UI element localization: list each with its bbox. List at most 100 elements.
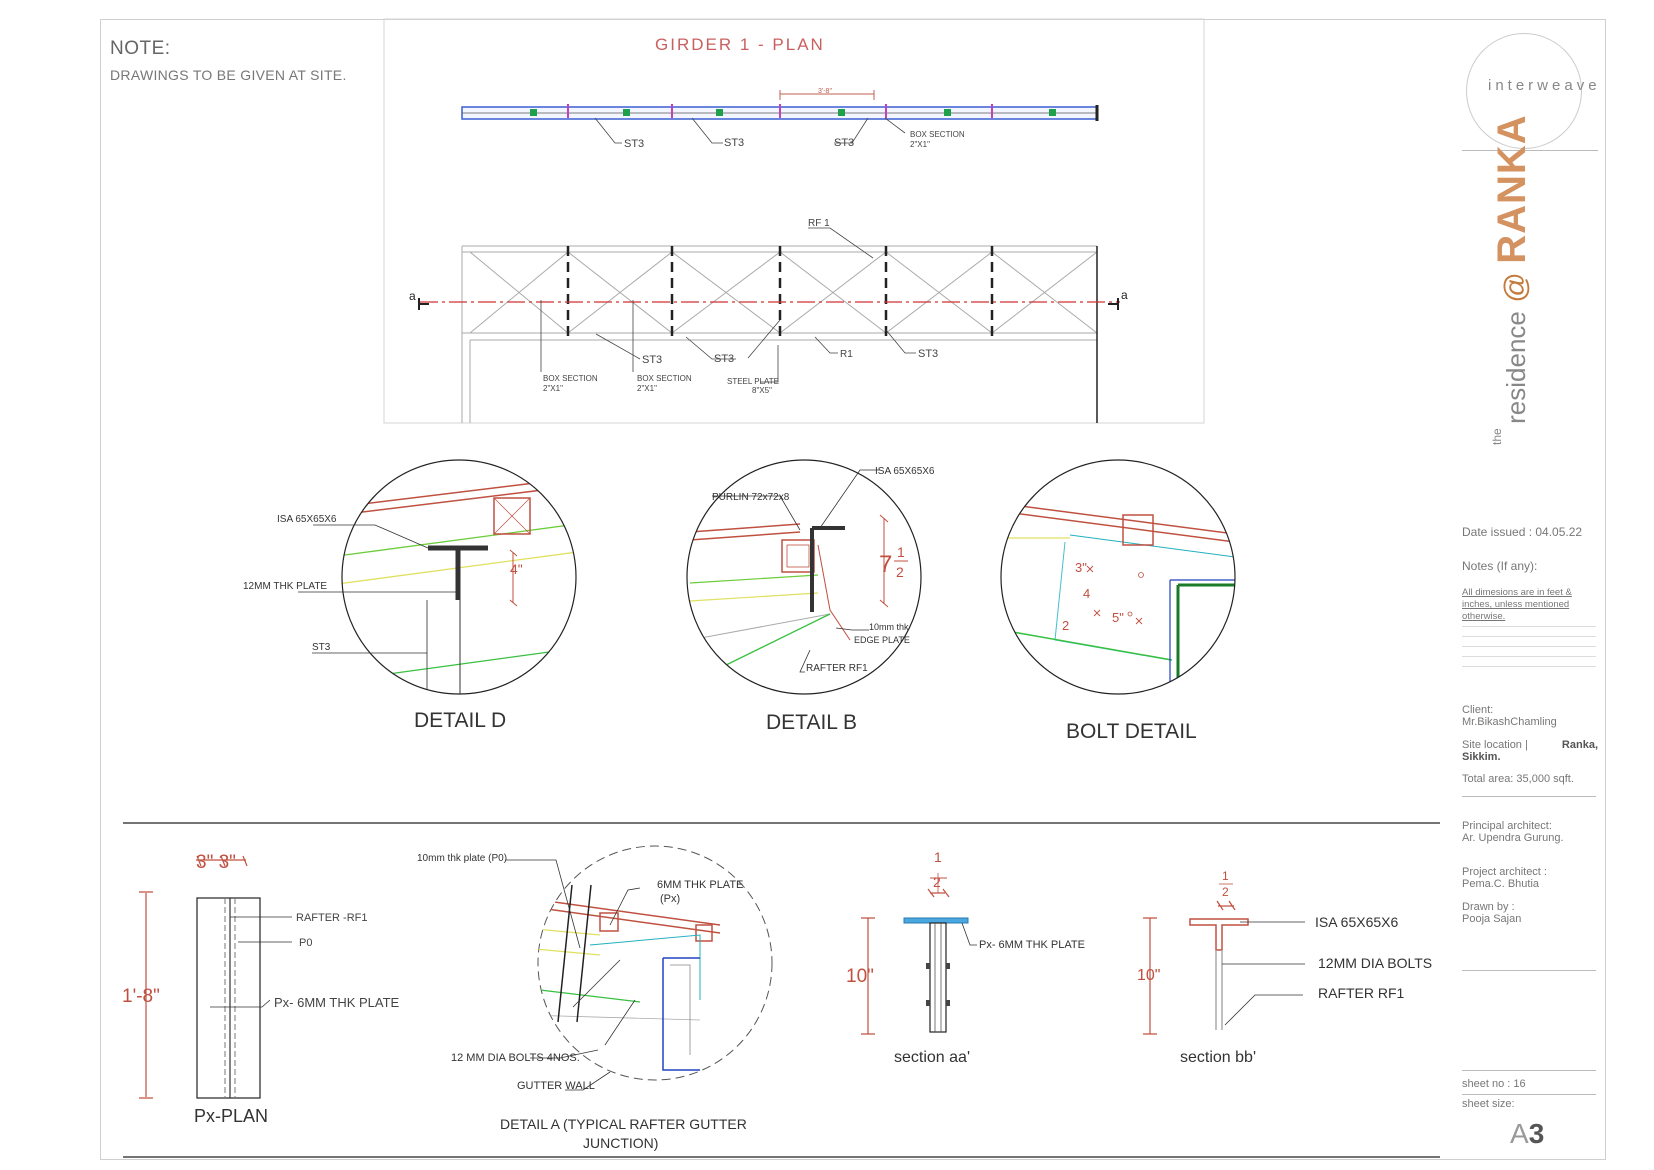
- elev-st3-3: ST3: [918, 348, 938, 360]
- detail-b-title: DETAIL B: [766, 711, 857, 734]
- section-aa-dim: 10": [846, 966, 874, 987]
- detail-d-title: DETAIL D: [414, 709, 506, 732]
- detail-a-drawing: [505, 845, 773, 1091]
- detail-b-rafter: RAFTER RF1: [806, 663, 868, 674]
- plan-dim-top: 3'-8": [818, 88, 832, 95]
- px-plan-drawing: [139, 855, 292, 1099]
- section-marker-right: [1108, 298, 1119, 310]
- elev-steel-plate: STEEL PLATE: [727, 377, 779, 386]
- detail-b-dim-num: 1: [897, 544, 905, 560]
- elev-box2-size: 2"X1": [637, 384, 657, 393]
- detail-a-px1: 6MM THK PLATE: [657, 879, 743, 891]
- px-rafter: RAFTER -RF1: [296, 912, 368, 924]
- detail-d-st3: ST3: [312, 642, 331, 653]
- detail-d-isa: ISA 65X65X6: [277, 514, 337, 525]
- section-marker-left: [418, 298, 429, 310]
- principal-label: Principal architect:: [1462, 820, 1552, 832]
- plan-frame: [383, 18, 1205, 424]
- sheet-no: sheet no : 16: [1462, 1078, 1526, 1090]
- px-p0: P0: [299, 937, 312, 949]
- px-dim-side: 1'-8": [122, 986, 160, 1007]
- total-area: Total area: 35,000 sqft.: [1462, 773, 1574, 785]
- detail-a-bolts: 12 MM DIA BOLTS 4NOS.: [451, 1052, 580, 1064]
- site-label: Site location |: [1462, 739, 1528, 751]
- notes-line-2: inches, unless mentioned: [1462, 599, 1570, 610]
- detail-a-p0: 10mm thk plate (P0): [417, 853, 507, 864]
- section-aa-title: section aa': [894, 1049, 970, 1066]
- elev-box2: BOX SECTION: [637, 374, 692, 383]
- section-bb-drawing: [1143, 900, 1305, 1035]
- detail-b-edge1: 10mm thk: [869, 622, 909, 632]
- section-label-a-right: a: [1121, 288, 1128, 302]
- tb-rule-5: [1462, 1094, 1596, 1095]
- girder-plan-strip: [461, 90, 1099, 121]
- tb-note-rule-4: [1462, 656, 1596, 657]
- elev-box1-size: 2"X1": [543, 384, 563, 393]
- site-value-2: Sikkim.: [1462, 751, 1501, 763]
- bolt-d2: 4: [1083, 586, 1090, 601]
- sheet-size-a: A: [1510, 1118, 1529, 1149]
- tb-note-rule-3: [1462, 646, 1596, 647]
- px-dim-top: 3" 3": [196, 852, 236, 873]
- project-name: the residence @ RANKA: [1490, 114, 1535, 445]
- plan-title: GIRDER 1 - PLAN: [655, 35, 825, 54]
- plan-box-section-size: 2"X1": [910, 140, 930, 149]
- tb-note-rule-5: [1462, 666, 1596, 667]
- detail-b-drawing: [686, 459, 922, 695]
- project-ranka: RANKA: [1490, 114, 1534, 264]
- notes-label: Notes (If any):: [1462, 559, 1538, 573]
- principal-name: Ar. Upendra Gurung.: [1462, 832, 1564, 844]
- plan-leaders: [594, 117, 906, 144]
- detail-d-dim: 4": [510, 561, 523, 577]
- detail-b-edge2: EDGE PLATE: [854, 635, 910, 645]
- section-aa-px: Px- 6MM THK PLATE: [979, 939, 1085, 951]
- girder-posts: [566, 246, 1098, 423]
- elev-st3-1: ST3: [642, 354, 662, 366]
- section-label-a-left: a: [409, 289, 416, 303]
- detail-b-isa: ISA 65X65X6: [875, 466, 935, 477]
- project-residence: residence: [1501, 311, 1531, 424]
- section-bb-dim: 10": [1137, 967, 1160, 984]
- detail-a-px2: (Px): [660, 893, 680, 905]
- project-arch-label: Project architect :: [1462, 866, 1547, 878]
- elev-st3-2: ST3: [714, 353, 734, 365]
- plan-st3-1: ST3: [624, 138, 644, 150]
- section-bb-rafter: RAFTER RF1: [1318, 985, 1405, 1001]
- client-label: Client:: [1462, 704, 1494, 716]
- tb-rule-4: [1462, 1070, 1596, 1071]
- section-bb-bolts: 12MM DIA BOLTS: [1318, 955, 1432, 971]
- tb-rule-1: [1462, 150, 1598, 151]
- section-bb-frac-den: 2: [1222, 885, 1229, 899]
- site-value-1: Ranka,: [1561, 739, 1598, 751]
- bolt-d3: 2: [1062, 618, 1069, 633]
- detail-d-plate: 12MM THK PLATE: [243, 581, 327, 592]
- detail-a-title1: DETAIL A (TYPICAL RAFTER GUTTER: [500, 1116, 747, 1132]
- plan-box-section: BOX SECTION: [910, 130, 965, 139]
- elev-r1: R1: [840, 349, 853, 360]
- detail-b-purlin: PURLIN 72x72x8: [712, 492, 790, 503]
- section-bb-frac-num: 1: [1222, 869, 1229, 883]
- bolt-detail-title: BOLT DETAIL: [1066, 720, 1197, 743]
- section-aa-frac-den: 2: [933, 874, 941, 890]
- px-plan-title: Px-PLAN: [194, 1106, 268, 1126]
- bolt-d1: 3": [1075, 560, 1087, 575]
- date-issued: Date issued : 04.05.22: [1462, 525, 1583, 539]
- sheet-size-value: A3: [1510, 1118, 1544, 1150]
- detail-d-drawing: [298, 459, 577, 695]
- tb-rule-3: [1462, 970, 1596, 971]
- px-plate: Px- 6MM THK PLATE: [274, 995, 400, 1010]
- client-name: Mr.BikashChamling: [1462, 716, 1557, 728]
- section-aa-frac-num: 1: [934, 849, 942, 865]
- drawn-label: Drawn by :: [1462, 901, 1515, 913]
- elevation-leaders: [540, 227, 916, 383]
- note-text: DRAWINGS TO BE GIVEN AT SITE.: [110, 67, 347, 83]
- project-arch-name: Pema.C. Bhutia: [1462, 878, 1540, 890]
- note-title: NOTE:: [110, 38, 171, 59]
- plan-st3-2: ST3: [724, 137, 744, 149]
- site-value-2-text: Sikkim.: [1462, 751, 1501, 763]
- elev-steel-plate-size: 8"X5": [752, 386, 772, 395]
- tb-note-rule-1: [1462, 626, 1596, 627]
- drawn-name: Pooja Sajan: [1462, 913, 1522, 925]
- elev-rf1: RF 1: [808, 218, 830, 229]
